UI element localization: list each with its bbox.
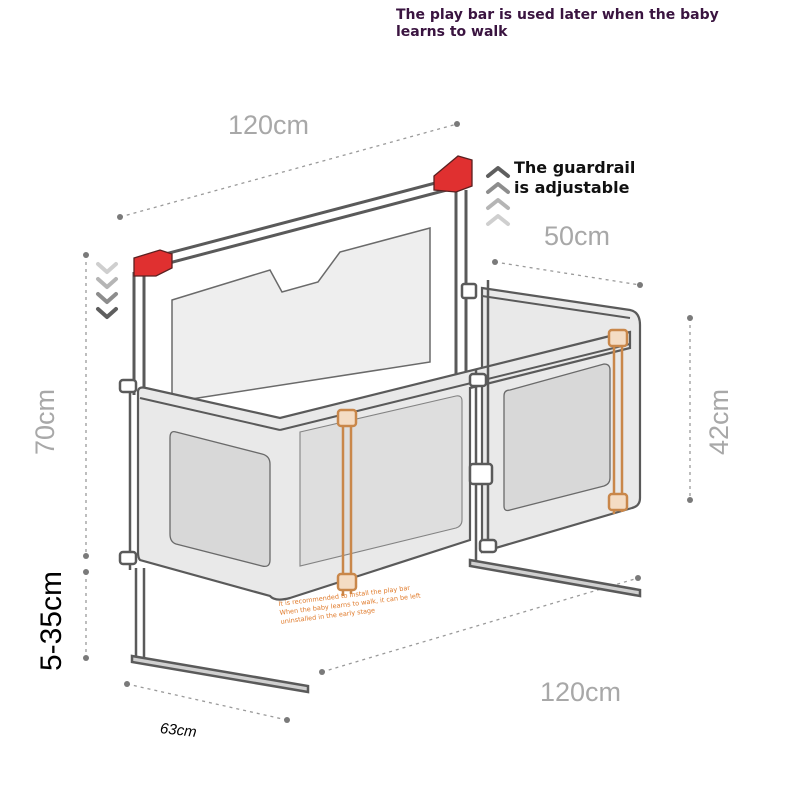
dim-leg-adjust: 5-35cm — [35, 570, 68, 671]
guardrail-note: The guardrail is adjustable — [514, 158, 684, 198]
dimension-lines — [83, 121, 693, 723]
guardrail-note-line2: is adjustable — [514, 178, 630, 197]
dim-top-length: 120cm — [228, 110, 310, 140]
play-bar-right — [607, 328, 629, 514]
guardrail-note-line1: The guardrail — [514, 158, 636, 177]
play-bar-left — [336, 408, 358, 596]
red-clamp-right — [433, 155, 473, 193]
arrows-up-icon — [486, 166, 510, 226]
dim-side-width: 50cm — [544, 221, 611, 251]
dim-panel-height: 42cm — [704, 388, 734, 455]
crib-posts — [118, 280, 498, 570]
dim-overall-height: 70cm — [30, 388, 60, 455]
crib-side-panel — [480, 286, 642, 554]
crib-back-panel — [171, 227, 431, 403]
arrows-down-icon — [96, 262, 118, 319]
red-clamp-left — [133, 249, 173, 277]
crib-legs — [130, 558, 642, 694]
guardrail-frame — [132, 174, 468, 395]
play-bar-note: The play bar is used later when the baby… — [396, 7, 719, 40]
crib-front-panel — [136, 330, 632, 601]
dim-bottom-length: 120cm — [540, 677, 622, 707]
